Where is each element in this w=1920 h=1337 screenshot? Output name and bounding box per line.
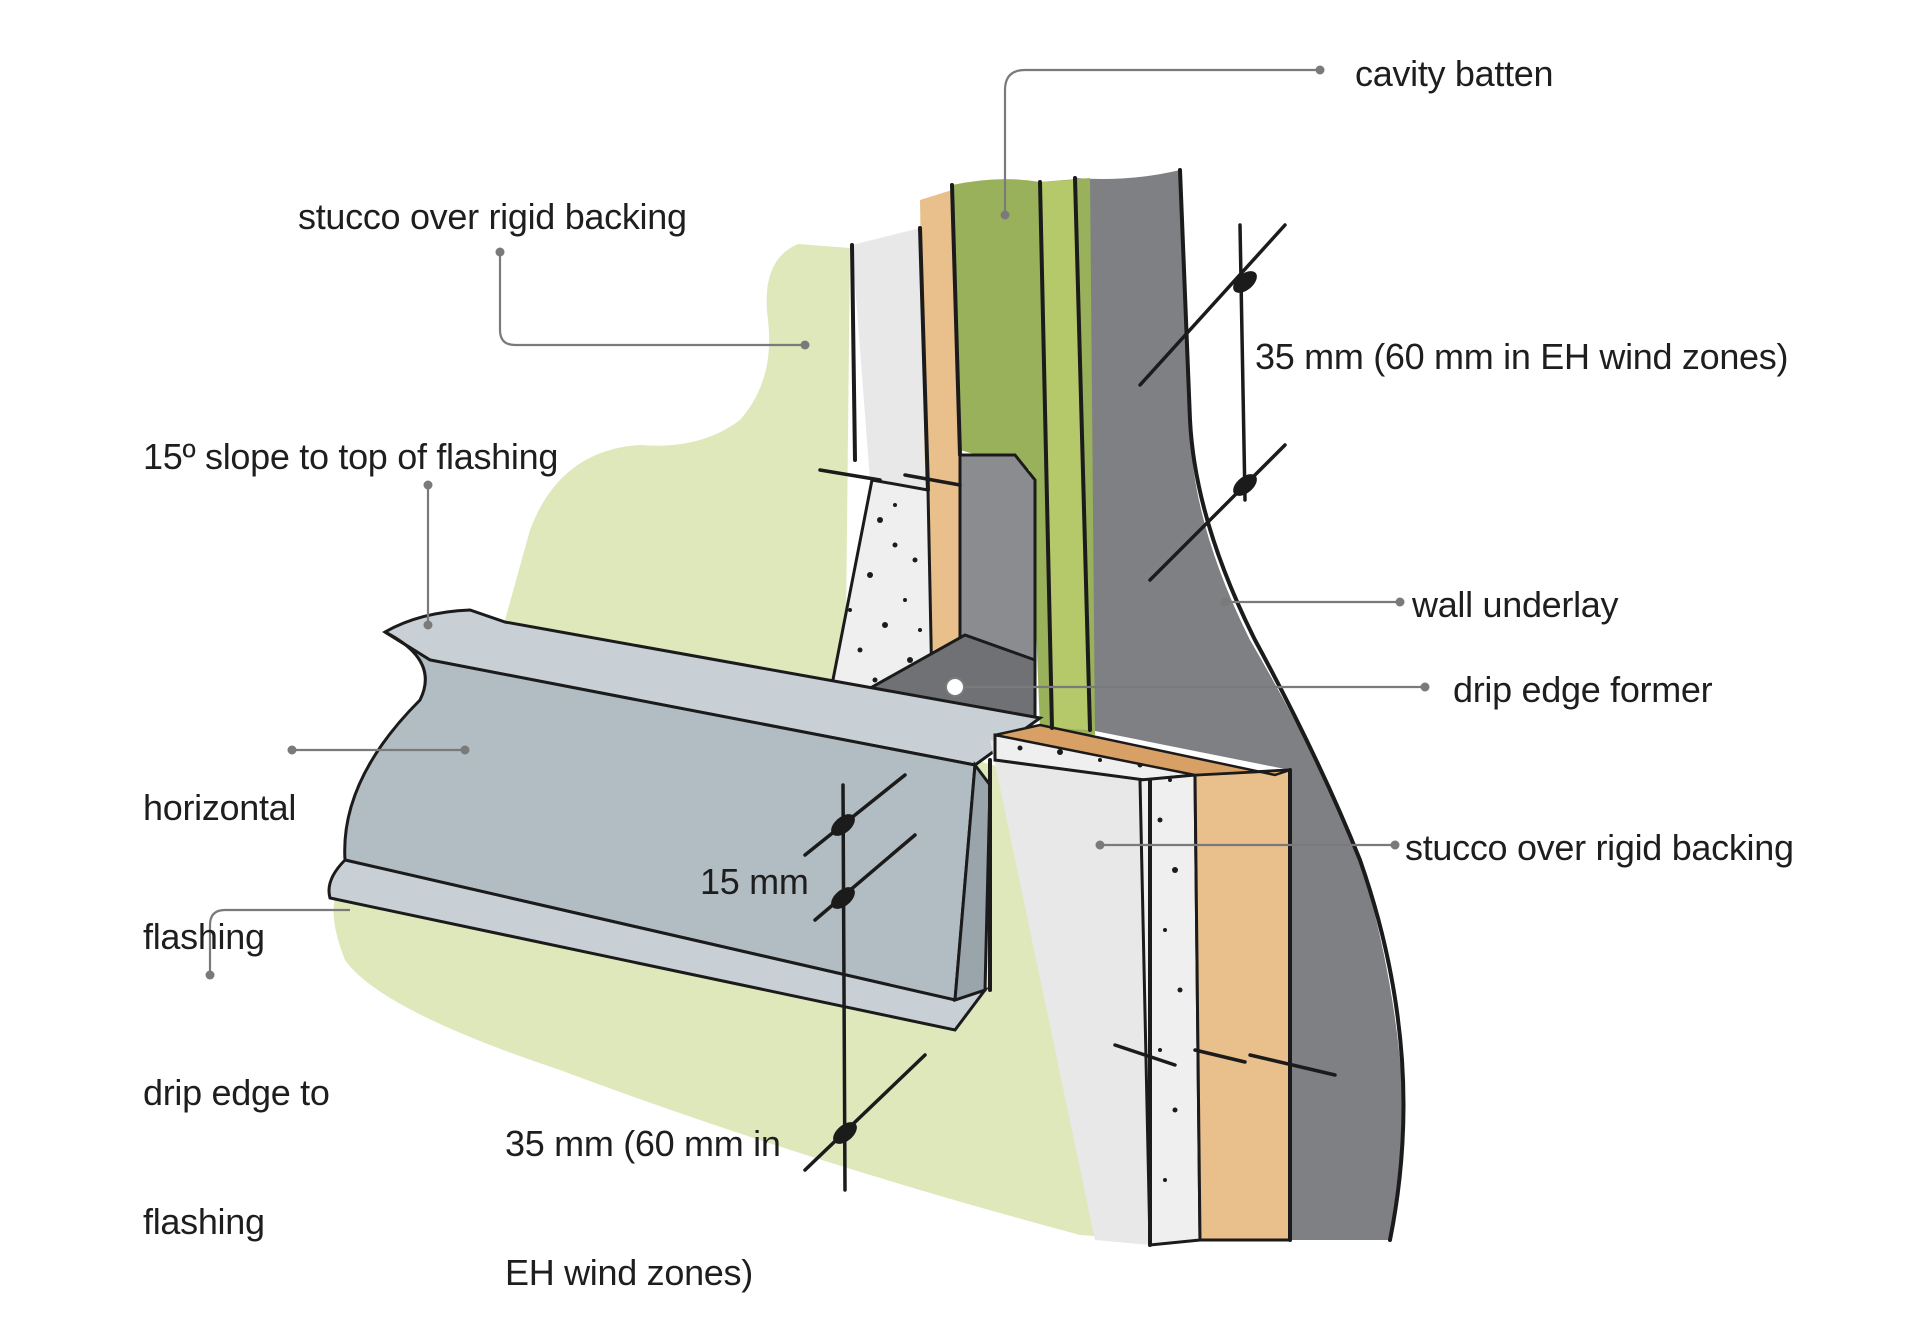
dim-tick-left-2 (903, 473, 962, 487)
dim-tick-top-1 (1138, 223, 1287, 387)
dim-tick-lower-1 (1113, 1043, 1177, 1067)
dimension-dots (831, 271, 1257, 1144)
upper-stucco-face (505, 244, 850, 715)
leader-drip-edge (208, 908, 350, 975)
leader-stucco-top (498, 252, 805, 347)
flashing-detail-diagram (205, 65, 1430, 1247)
dim-tick-lower-3 (1248, 1053, 1337, 1077)
label-clearance-bottom-line2: EH wind zones) (505, 1252, 753, 1293)
dim-tick-lower-2 (1193, 1048, 1247, 1064)
ink-outlines (850, 168, 1406, 1247)
flashing-return (953, 760, 992, 1003)
dim-line-top (1238, 223, 1247, 502)
dim-tick-left-1 (818, 468, 882, 482)
label-drip-edge: drip edge to flashing (143, 985, 330, 1286)
flashing-face (343, 630, 977, 1002)
label-upstand-15mm: 15 mm (700, 861, 809, 902)
label-drip-edge-line1: drip edge to (143, 1072, 330, 1113)
label-drip-edge-former: drip edge former (1453, 669, 1713, 710)
label-horizontal-flashing-line2: flashing (143, 916, 265, 957)
leader-dots (205, 65, 1430, 980)
leader-cavity-batten (1003, 68, 1320, 215)
backing-orange-lower (1193, 768, 1292, 1242)
backing-top-lower (994, 723, 1291, 777)
underlay-grey (1075, 170, 1404, 1240)
drip-former-marker (945, 677, 965, 697)
dim-tick-bottom-1 (803, 773, 907, 857)
dim-line-bottom (841, 783, 847, 1192)
label-clearance-top: 35 mm (60 mm in EH wind zones) (1255, 336, 1789, 377)
label-clearance-bottom: 35 mm (60 mm in EH wind zones) (505, 1036, 781, 1337)
lower-stucco-face (333, 760, 1151, 1240)
label-clearance-bottom-line1: 35 mm (60 mm in (505, 1123, 781, 1164)
flashing-top (382, 608, 1044, 767)
label-stucco-bottom: stucco over rigid backing (1405, 827, 1794, 868)
dim-tick-bottom-3 (803, 1053, 927, 1172)
plaster-white-lower (990, 740, 1150, 1245)
dim-tick-top-2 (1148, 443, 1287, 582)
label-drip-edge-line2: flashing (143, 1201, 265, 1242)
dimension-lines (803, 223, 1337, 1192)
label-horizontal-flashing: horizontal flashing (143, 700, 296, 1001)
label-cavity-batten: cavity batten (1355, 53, 1554, 94)
label-stucco-top: stucco over rigid backing (298, 196, 687, 237)
leader-lines (208, 68, 1425, 975)
stucco-speckles-upper (848, 503, 922, 683)
label-slope: 15º slope to top of flashing (143, 436, 559, 477)
flashing-drip-edge (327, 858, 990, 1032)
label-horizontal-flashing-line1: horizontal (143, 787, 297, 828)
label-wall-underlay: wall underlay (1412, 584, 1619, 625)
